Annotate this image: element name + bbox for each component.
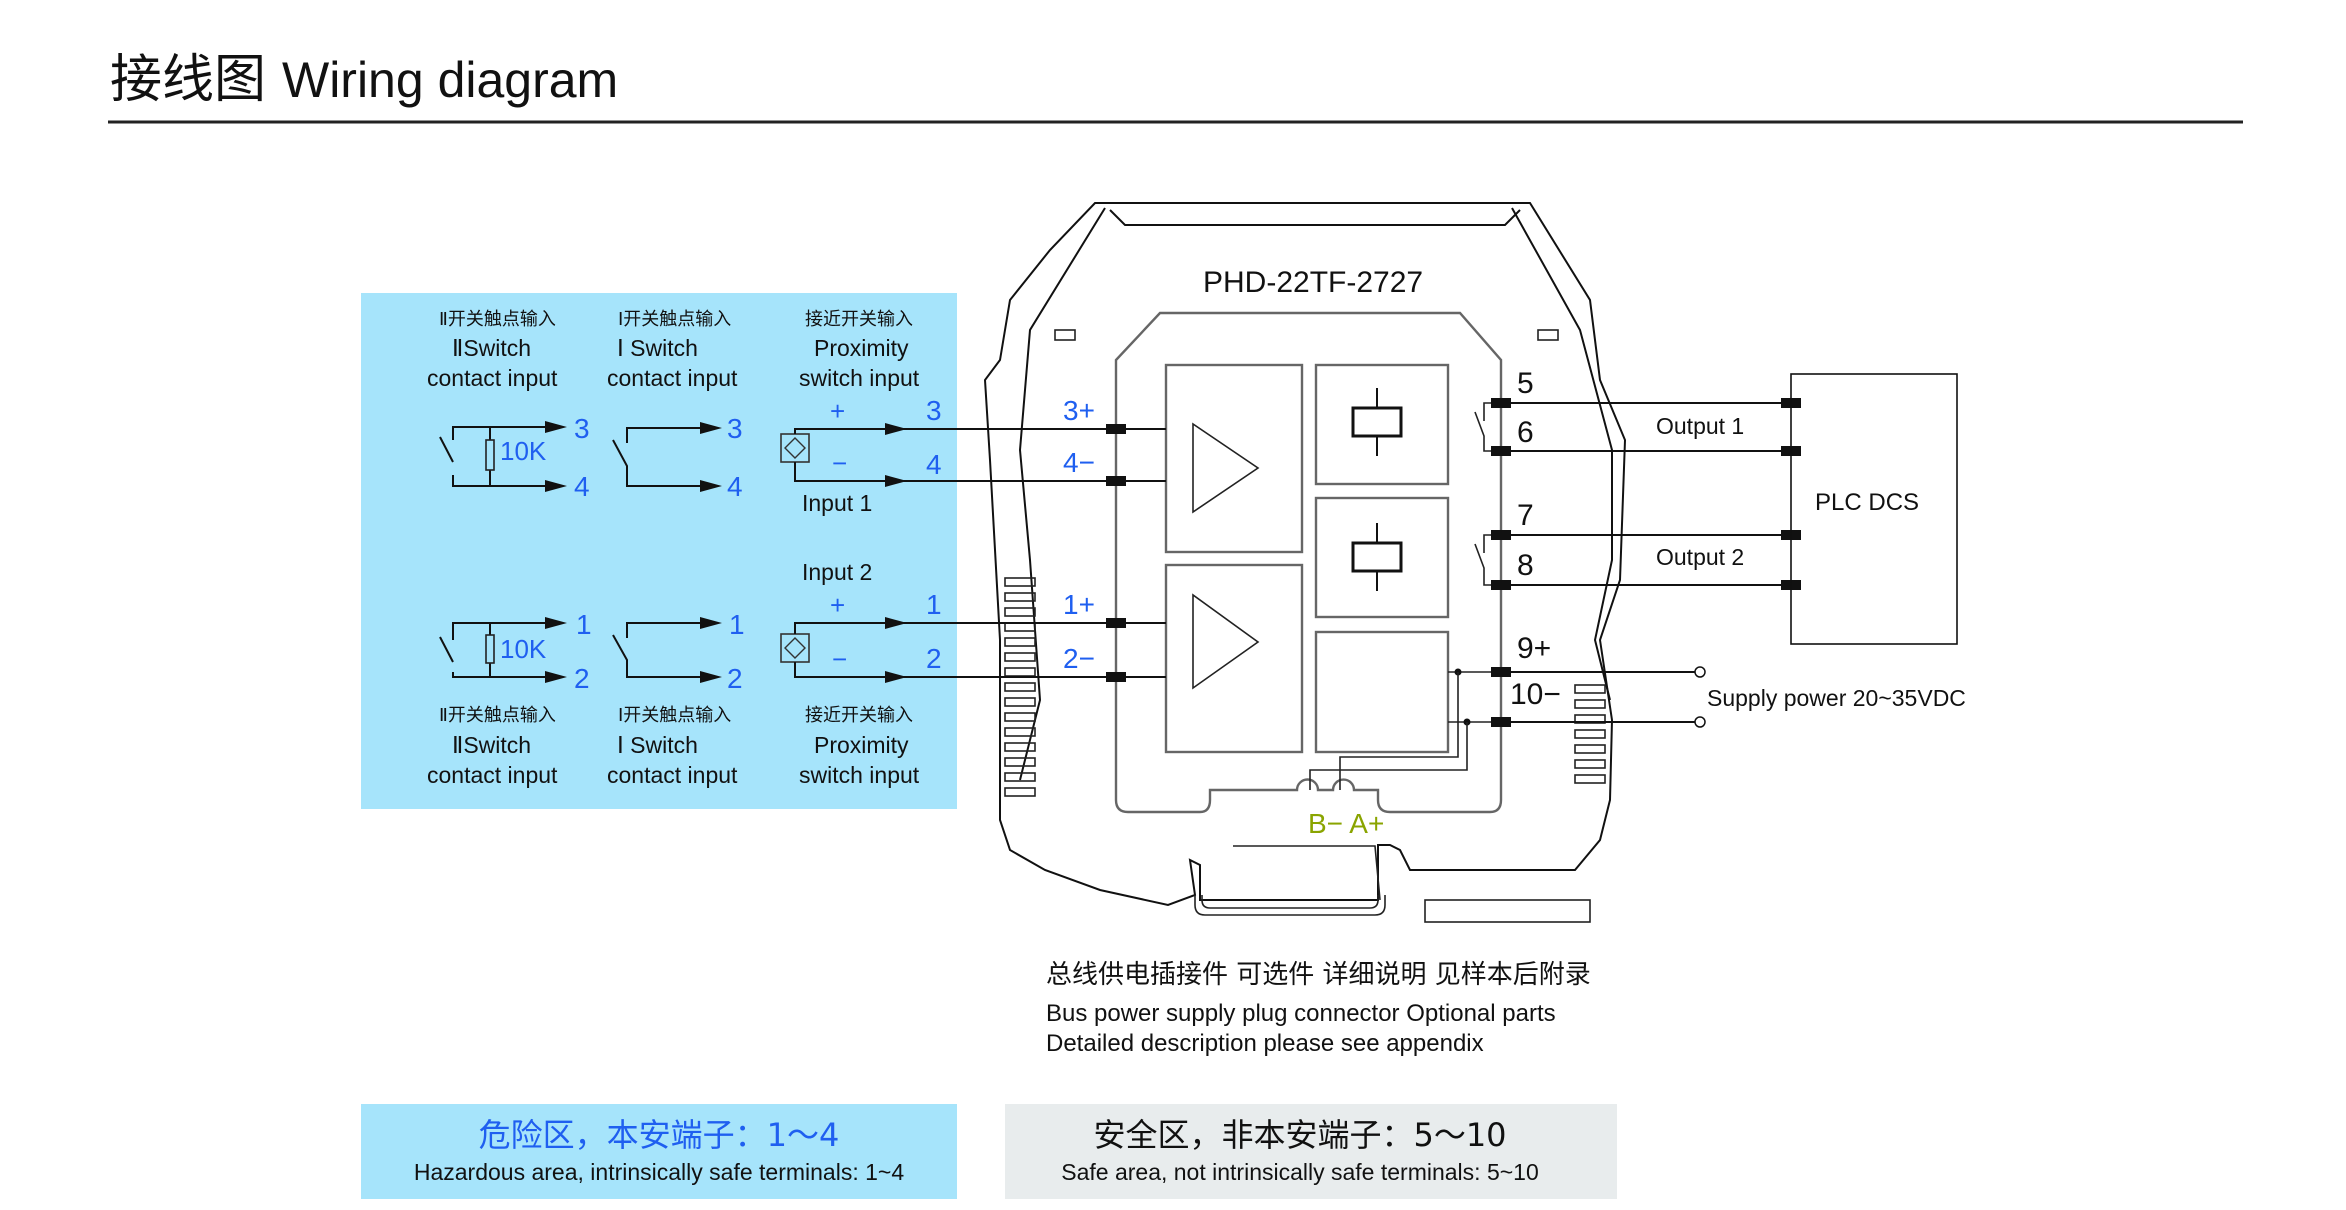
input-terminal-2: 2 <box>574 663 590 694</box>
module-model: PHD-22TF-2727 <box>1203 266 1423 299</box>
hazard-legend-en: Hazardous area, intrinsically safe termi… <box>414 1159 904 1185</box>
switch-ii-cn-label: Ⅱ开关触点输入 <box>439 705 556 726</box>
input-terminal-4: 4 <box>574 471 590 502</box>
terminal-label-6: 6 <box>1517 416 1534 449</box>
output-2-label: Output 2 <box>1656 544 1744 570</box>
resistor-value: 10K <box>500 436 547 466</box>
input-2-caption: Input 2 <box>802 559 872 585</box>
amplifier-1 <box>1164 363 1304 554</box>
input-top-row: Ⅱ开关触点输入 ⅡSwitch contact input Ⅰ开关触点输入 Ⅰ … <box>427 309 957 516</box>
resistor-icon <box>485 439 495 471</box>
inner-board <box>1114 311 1503 814</box>
polarity-minus: − <box>832 644 847 674</box>
relay-2 <box>1314 496 1450 619</box>
input-terminal-3: 3 <box>926 395 942 426</box>
notes-en-2: Detailed description please see appendix <box>1046 1030 1484 1057</box>
vent-right <box>1574 684 1606 784</box>
input-terminal-2: 2 <box>926 643 942 674</box>
terminal-label-9: 9+ <box>1517 632 1551 665</box>
amplifier-2 <box>1164 563 1304 754</box>
switch-input-label: switch input <box>799 365 920 391</box>
terminal-label-5: 5 <box>1517 367 1534 400</box>
input-terminal-2: 2 <box>727 663 743 694</box>
title-cn: 接线图 <box>110 50 266 110</box>
switch-i-label: Ⅰ Switch <box>617 732 698 758</box>
proximity-label: Proximity <box>814 335 909 361</box>
plc-dcs-label: PLC DCS <box>1815 489 1919 516</box>
power-module <box>1314 630 1450 754</box>
polarity-plus: + <box>830 590 845 620</box>
input-bottom-row: Input 2 10K 1 2 1 2 + − 1 2 Ⅱ开关触点输入 ⅡSwi… <box>427 559 957 788</box>
terminal-label-4: 4− <box>1063 447 1095 478</box>
terminal-4-block <box>1106 476 1126 486</box>
hazard-legend-box <box>361 1104 957 1199</box>
terminal-2-block <box>1106 672 1126 682</box>
hazard-panel <box>361 293 957 809</box>
terminal-label-1: 1+ <box>1063 589 1095 620</box>
supply-terminal-minus <box>1694 716 1706 728</box>
supply-power-label: Supply power 20~35VDC <box>1707 685 1966 711</box>
contact-input-label: contact input <box>607 762 738 788</box>
switch-i-label: Ⅰ Switch <box>617 335 698 361</box>
input-1-caption: Input 1 <box>802 490 872 516</box>
switch-i-cn-label: Ⅰ开关触点输入 <box>618 309 731 330</box>
safe-legend-en: Safe area, not intrinsically safe termin… <box>1061 1159 1539 1185</box>
switch-input-label: switch input <box>799 762 920 788</box>
input-terminal-1: 1 <box>926 589 942 620</box>
switch-ii-cn-label: Ⅱ开关触点输入 <box>439 309 556 330</box>
plc-dcs-box <box>1790 373 1958 645</box>
hazard-legend-cn: 危险区，本安端子：1～4 <box>479 1116 840 1154</box>
contact-input-label: contact input <box>427 365 558 391</box>
safe-legend-cn: 安全区，非本安端子：5～10 <box>1093 1116 1506 1154</box>
supply-terminal-plus <box>1694 666 1706 678</box>
input-terminal-1: 1 <box>576 609 592 640</box>
notes-cn: 总线供电插接件 可选件 详细说明 见样本后附录 <box>1046 960 1591 990</box>
proximity-cn-label: 接近开关输入 <box>805 309 913 330</box>
vent-left <box>1004 577 1036 797</box>
title-en: Wiring diagram <box>282 52 618 108</box>
contact-input-label: contact input <box>607 365 738 391</box>
bus-label: B− A+ <box>1308 808 1384 839</box>
terminal-3-block <box>1106 424 1126 434</box>
output-1-label: Output 1 <box>1656 413 1744 439</box>
input-terminal-4: 4 <box>727 471 743 502</box>
terminal-label-10: 10− <box>1510 678 1561 711</box>
switch-ii-label: ⅡSwitch <box>452 732 531 758</box>
notes-en-1: Bus power supply plug connector Optional… <box>1046 1000 1556 1027</box>
module-housing <box>983 202 1627 923</box>
input-terminal-3: 3 <box>727 413 743 444</box>
terminal-label-7: 7 <box>1517 499 1534 532</box>
polarity-plus: + <box>830 396 845 426</box>
proximity-label: Proximity <box>814 732 909 758</box>
switch-i-cn-label: Ⅰ开关触点输入 <box>618 705 731 726</box>
terminal-1-block <box>1106 618 1126 628</box>
relay-1 <box>1314 363 1450 486</box>
switch-ii-label: ⅡSwitch <box>452 335 531 361</box>
terminal-label-2: 2− <box>1063 643 1095 674</box>
proximity-cn-label: 接近开关输入 <box>805 705 913 726</box>
input-terminal-4: 4 <box>926 449 942 480</box>
terminal-label-3: 3+ <box>1063 395 1095 426</box>
resistor-icon <box>485 634 495 664</box>
left-terminals <box>957 424 1166 682</box>
resistor-value: 10K <box>500 634 547 664</box>
terminal-label-8: 8 <box>1517 549 1534 582</box>
safe-legend-box <box>1005 1104 1617 1199</box>
input-terminal-1: 1 <box>729 609 745 640</box>
contact-input-label: contact input <box>427 762 558 788</box>
polarity-minus: − <box>832 448 847 478</box>
input-terminal-3: 3 <box>574 413 590 444</box>
